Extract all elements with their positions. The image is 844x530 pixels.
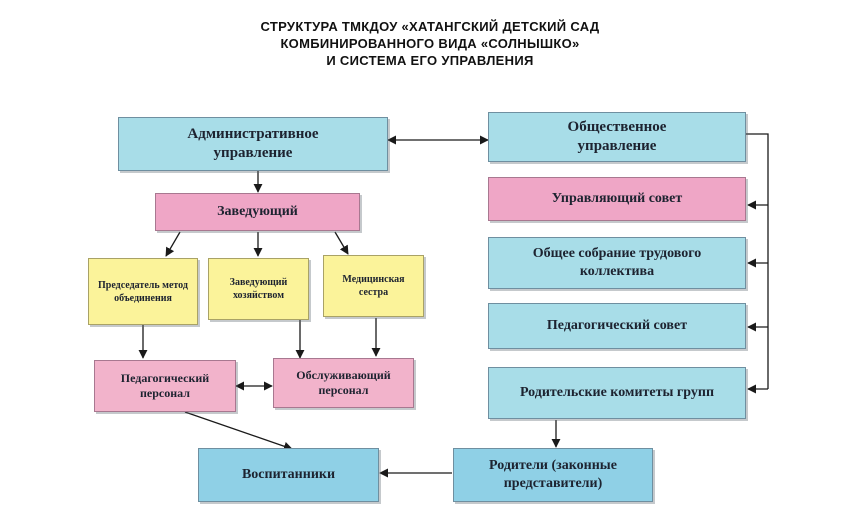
node-predsedatel: Председатель метод объединения [88,258,198,325]
node-zavedujushij: Заведующий [155,193,360,231]
node-obsluzh: Обслуживающий персонал [273,358,414,408]
title-line-3: И СИСТЕМА ЕГО УПРАВЛЕНИЯ [326,53,534,68]
title-line-2: КОМБИНИРОВАННОГО ВИДА «СОЛНЫШКО» [280,36,580,51]
node-zamzav: Заведующий хозяйством [208,258,309,320]
node-roditkom: Родительские комитеты групп [488,367,746,419]
arrow-zaved-med [334,231,349,255]
node-obshch: Общественное управление [488,112,746,162]
title-line-1: СТРУКТУРА ТМКДОУ «ХАТАНГСКИЙ ДЕТСКИЙ САД [260,19,600,34]
diagram-title: СТРУКТУРА ТМКДОУ «ХАТАНГСКИЙ ДЕТСКИЙ САД… [180,18,680,69]
node-admin: Административное управление [118,117,388,171]
arrow-ped-vosp [184,411,293,451]
node-pedsovet: Педагогический совет [488,303,746,349]
node-ped-personal: Педагогический персонал [94,360,236,412]
node-vospitanniki: Воспитанники [198,448,379,502]
node-sobranie: Общее собрание трудового коллектива [488,237,746,289]
right-bus-line [746,133,769,389]
node-upravsovet: Управляющий совет [488,177,746,221]
node-medsestra: Медицинская сестра [323,255,424,317]
arrow-zaved-pred [165,231,181,257]
node-roditeli: Родители (законные представители) [453,448,653,502]
